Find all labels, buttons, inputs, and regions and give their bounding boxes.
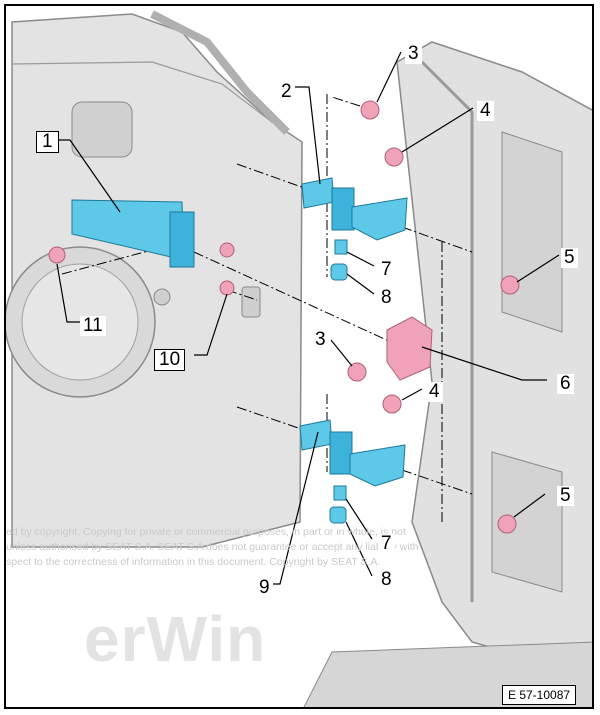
callout-5-lower: 5 <box>557 486 574 506</box>
upper-hinge-bush <box>330 263 348 281</box>
bolt-4-upper <box>384 147 404 167</box>
callout-7-upper: 7 <box>378 260 395 280</box>
callout-3-lower: 3 <box>312 330 329 350</box>
bolt-5-upper <box>500 275 520 295</box>
callout-8-lower: 8 <box>378 570 395 590</box>
bolt-3-upper <box>360 100 380 120</box>
diagram-frame: ed by copyright. Copying for private or … <box>4 4 594 709</box>
door-hinge-exploded-view <box>6 10 592 707</box>
callout-3-upper: 3 <box>405 44 422 64</box>
door-hole <box>153 288 171 306</box>
door-striker-bracket <box>386 316 433 381</box>
callout-9: 9 <box>256 578 273 598</box>
door-speaker-mount <box>71 101 133 158</box>
upper-hinge <box>301 177 408 281</box>
lower-hinge-bush <box>329 506 347 524</box>
bolt-10 <box>219 280 235 296</box>
upper-hinge-pin <box>334 239 348 255</box>
door-check-strap <box>71 199 195 268</box>
callout-11: 11 <box>80 316 106 336</box>
lower-hinge <box>299 419 406 524</box>
bolt-4-lower <box>382 394 402 414</box>
copyright-notice: ed by copyright. Copying for private or … <box>6 526 419 568</box>
bolt-11 <box>48 246 66 264</box>
callout-1: 1 <box>36 131 59 153</box>
bolt-5-lower <box>497 514 517 534</box>
callout-10: 10 <box>154 349 186 371</box>
callout-6: 6 <box>557 374 574 394</box>
bolts <box>48 100 520 534</box>
pillar-lower-bracket <box>491 451 563 593</box>
pillar-upper-bracket <box>501 131 563 333</box>
bolt-3-lower <box>347 362 367 382</box>
door-slot <box>241 286 261 318</box>
callout-4-upper: 4 <box>477 101 494 121</box>
pillar-edge <box>420 60 474 602</box>
lower-hinge-pin <box>333 485 347 501</box>
callout-5-upper: 5 <box>561 248 578 268</box>
figure-reference-code: E 57-10087 <box>502 685 577 705</box>
callout-2: 2 <box>278 82 295 102</box>
callout-7-lower: 7 <box>378 534 395 554</box>
leader-lines <box>54 51 560 585</box>
callout-4-lower: 4 <box>426 382 443 402</box>
callout-8-upper: 8 <box>378 288 395 308</box>
door-window-edge <box>11 61 273 123</box>
erwin-watermark: erWin <box>84 603 267 675</box>
door-frame-upper <box>150 10 290 135</box>
bolt-door-check <box>219 242 235 258</box>
